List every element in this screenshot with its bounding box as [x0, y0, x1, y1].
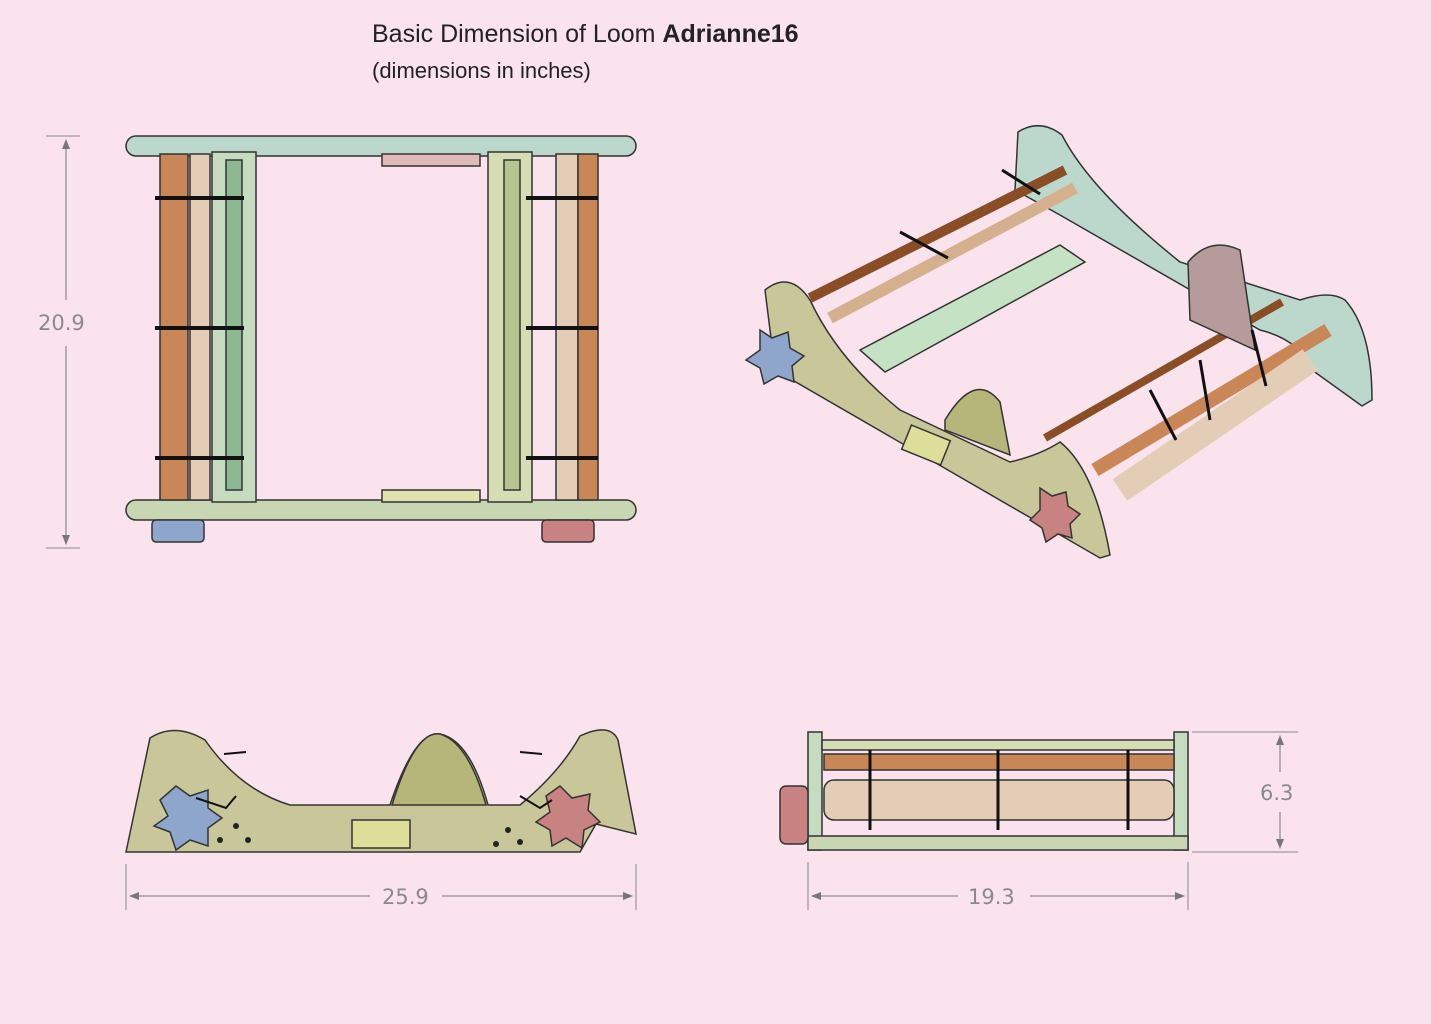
iso-red-knob [1028, 486, 1082, 544]
iso-ratchet-gear [1187, 244, 1256, 352]
top-back-rail [125, 135, 637, 157]
iso-cross-bar [858, 244, 1087, 373]
dim-side-width-label: 25.9 [382, 885, 429, 909]
dim-front-height-label: 6.3 [1260, 781, 1293, 805]
dim-top-depth: 20.9 [38, 135, 85, 549]
top-front-rail [125, 499, 637, 521]
dim-front-width: 19.3 [807, 862, 1189, 910]
front-right-post [1173, 731, 1189, 851]
side-view [125, 729, 637, 853]
front-red-knob [779, 785, 809, 845]
iso-front-side [764, 281, 1111, 559]
iso-blue-knob [744, 328, 806, 386]
title-model: Adrianne16 [662, 20, 799, 48]
top-red-knob [541, 519, 595, 543]
iso-view [744, 125, 1373, 559]
title-prefix: Basic Dimension of Loom [372, 20, 663, 48]
iso-center-pad [944, 388, 1011, 457]
front-left-post [807, 731, 823, 851]
side-red-knob [534, 785, 602, 850]
dim-top-depth-label: 20.9 [38, 311, 85, 335]
front-top-bar [821, 739, 1175, 751]
front-bottom-bar [807, 835, 1189, 851]
dim-front-height: 6.3 [1192, 731, 1298, 853]
dim-side-width: 25.9 [125, 864, 637, 910]
drawing-subtitle: (dimensions in inches) [372, 58, 591, 83]
top-view [125, 135, 637, 543]
drawing-title: Basic Dimension of Loom Adrianne16 [372, 20, 799, 49]
top-back-gear [381, 153, 481, 167]
side-center-pad [390, 733, 487, 806]
top-blue-knob [151, 519, 205, 543]
dim-front-width-label: 19.3 [968, 885, 1015, 909]
front-view [779, 731, 1189, 851]
side-label-plate [351, 819, 411, 849]
iso-label-plate [900, 424, 952, 466]
top-front-gear [381, 489, 481, 503]
